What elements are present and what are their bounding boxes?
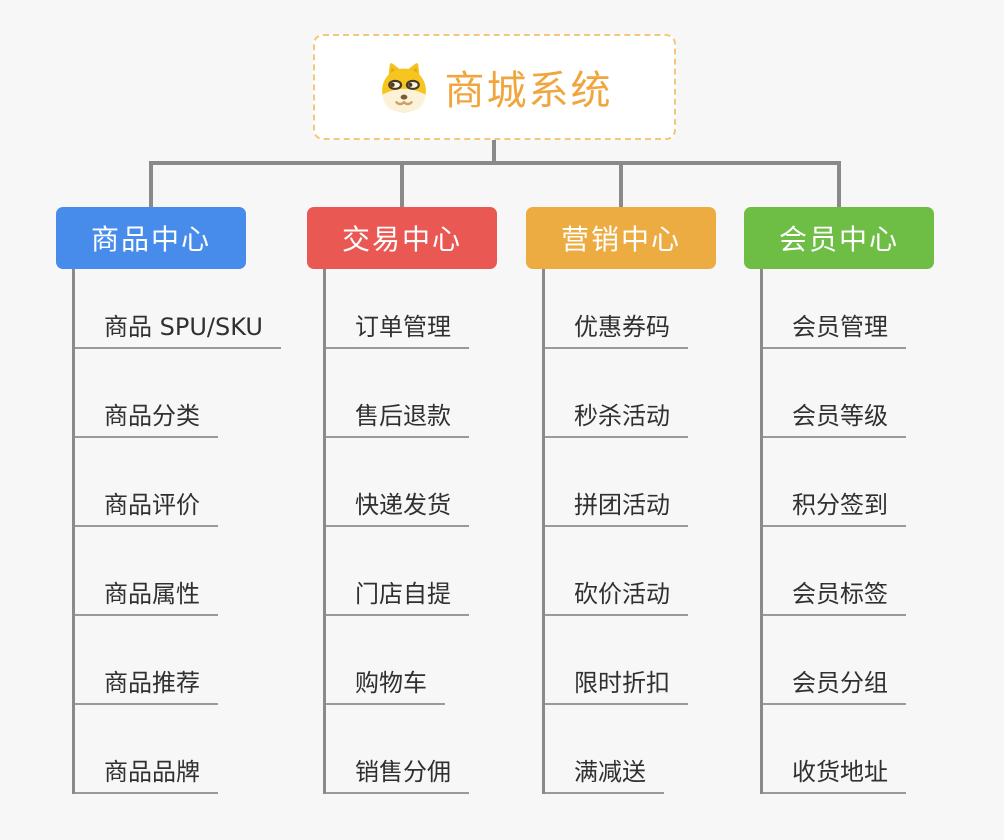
- child-node[interactable]: 优惠券码: [542, 269, 688, 349]
- child-node[interactable]: 限时折扣: [542, 616, 688, 705]
- child-node[interactable]: 销售分佣: [323, 705, 469, 794]
- branch-children: 商品 SPU/SKU 商品分类 商品评价 商品属性 商品推荐 商品品牌: [72, 269, 281, 794]
- connector-horizontal: [149, 161, 841, 165]
- branch-header-marketing-center[interactable]: 营销中心: [526, 207, 716, 269]
- doge-icon: [381, 63, 426, 113]
- connector-branch-trunk: [323, 269, 326, 794]
- root-node[interactable]: 商城系统: [313, 34, 676, 140]
- branch-header-product-center[interactable]: 商品中心: [56, 207, 246, 269]
- connector-root-trunk: [492, 140, 496, 165]
- child-node[interactable]: 会员等级: [760, 349, 906, 438]
- branch-header-member-center[interactable]: 会员中心: [744, 207, 934, 269]
- branch-children: 优惠券码 秒杀活动 拼团活动 砍价活动 限时折扣 满减送: [542, 269, 716, 794]
- branch-column-trade-center: 交易中心 订单管理 售后退款 快递发货 门店自提 购物车 销售分佣: [307, 207, 497, 794]
- root-title: 商城系统: [444, 68, 613, 114]
- child-node[interactable]: 购物车: [323, 616, 445, 705]
- child-node[interactable]: 收货地址: [760, 705, 906, 794]
- child-node[interactable]: 砍价活动: [542, 527, 688, 616]
- child-node[interactable]: 会员管理: [760, 269, 906, 349]
- child-node[interactable]: 会员标签: [760, 527, 906, 616]
- child-node[interactable]: 售后退款: [323, 349, 469, 438]
- child-node[interactable]: 秒杀活动: [542, 349, 688, 438]
- connector-stub-4: [837, 165, 841, 207]
- child-node[interactable]: 商品分类: [72, 349, 218, 438]
- branch-children: 订单管理 售后退款 快递发货 门店自提 购物车 销售分佣: [323, 269, 497, 794]
- connector-branch-trunk: [760, 269, 763, 794]
- connector-stub-3: [619, 165, 623, 207]
- child-node[interactable]: 快递发货: [323, 438, 469, 527]
- child-node[interactable]: 门店自提: [323, 527, 469, 616]
- connector-stub-1: [149, 165, 153, 207]
- child-node[interactable]: 商品属性: [72, 527, 218, 616]
- branch-header-trade-center[interactable]: 交易中心: [307, 207, 497, 269]
- child-node[interactable]: 积分签到: [760, 438, 906, 527]
- child-node[interactable]: 商品 SPU/SKU: [72, 269, 281, 349]
- connector-branch-trunk: [72, 269, 75, 794]
- connector-stub-2: [400, 165, 404, 207]
- branch-column-product-center: 商品中心 商品 SPU/SKU 商品分类 商品评价 商品属性 商品推荐 商品品牌: [56, 207, 281, 794]
- branch-column-marketing-center: 营销中心 优惠券码 秒杀活动 拼团活动 砍价活动 限时折扣 满减送: [526, 207, 716, 794]
- child-node[interactable]: 订单管理: [323, 269, 469, 349]
- child-node[interactable]: 会员分组: [760, 616, 906, 705]
- child-node[interactable]: 商品评价: [72, 438, 218, 527]
- branch-column-member-center: 会员中心 会员管理 会员等级 积分签到 会员标签 会员分组 收货地址: [744, 207, 934, 794]
- child-node[interactable]: 商品品牌: [72, 705, 218, 794]
- child-node[interactable]: 商品推荐: [72, 616, 218, 705]
- branch-children: 会员管理 会员等级 积分签到 会员标签 会员分组 收货地址: [760, 269, 934, 794]
- connector-branch-trunk: [542, 269, 545, 794]
- child-node[interactable]: 拼团活动: [542, 438, 688, 527]
- child-node[interactable]: 满减送: [542, 705, 664, 794]
